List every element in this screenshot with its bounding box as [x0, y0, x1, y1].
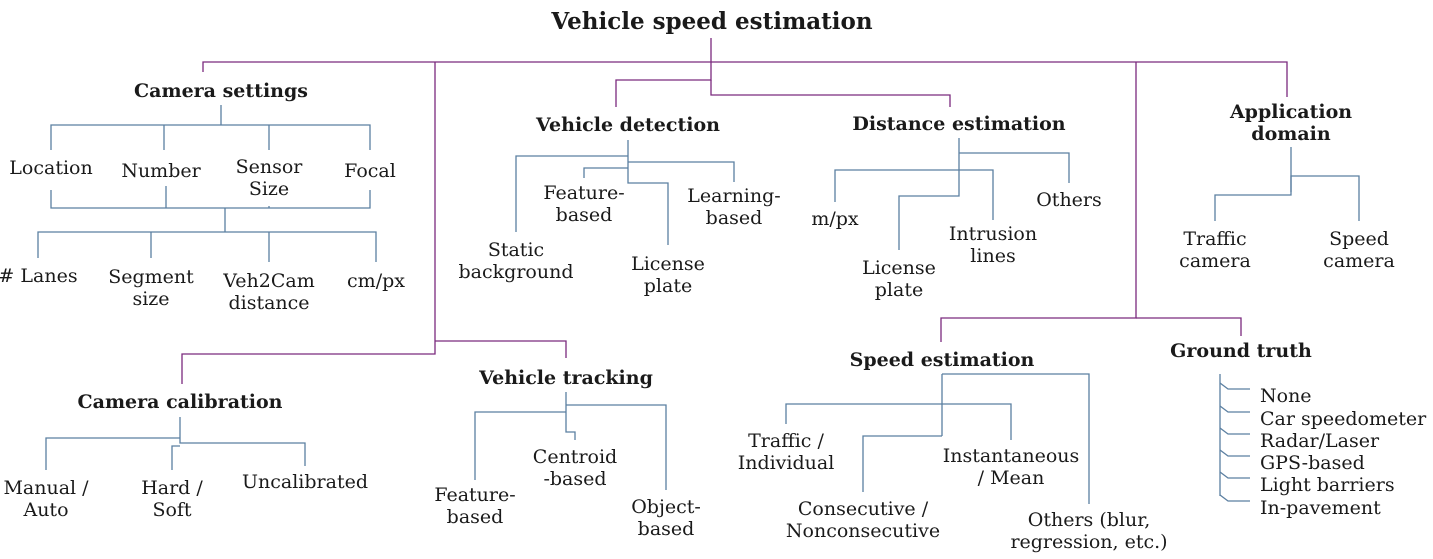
- cs-row1-bottom: [50, 190, 371, 209]
- leaf-lanes: # Lanes: [0, 265, 78, 287]
- leaf-traffic-individual: Traffic /Individual: [737, 430, 835, 474]
- leaf-feature-based: Feature-based: [543, 182, 625, 226]
- leaf-hard-soft: Hard /Soft: [141, 477, 203, 521]
- de-license: [898, 170, 960, 250]
- node-camera-settings: Camera settings: [134, 80, 308, 102]
- leaf-gt-car-speedometer: Car speedometer: [1260, 408, 1427, 430]
- se-consecutive: [862, 435, 942, 492]
- gt-tick-3: [1219, 449, 1250, 457]
- vd-feature: [583, 167, 628, 178]
- leaf-centroid-based: Centroid-based: [532, 446, 618, 490]
- ad-bar: [1214, 175, 1360, 221]
- leaf-number: Number: [121, 160, 201, 182]
- leaf-consecutive: Consecutive /Nonconsecutive: [785, 498, 941, 542]
- trunk-to-speed-estimation: [940, 62, 1137, 342]
- node-camera-calibration: Camera calibration: [77, 391, 283, 413]
- vt-right: [566, 404, 667, 490]
- cs-row2-bar: [37, 231, 377, 262]
- leaf-gt-none: None: [1260, 385, 1312, 407]
- cs-row1-bar: [50, 124, 371, 150]
- vd-right: [628, 161, 735, 182]
- leaf-object-based: Object-based: [631, 496, 701, 540]
- leaf-uncalibrated: Uncalibrated: [242, 471, 368, 493]
- trunk-to-camera-calibration: [181, 62, 436, 384]
- trunk-to-distance-estimation: [710, 80, 951, 107]
- vt-mid: [565, 412, 576, 440]
- leaf-location: Location: [9, 157, 93, 179]
- vt-left: [474, 411, 566, 480]
- leaf-tracking-feature-based: Feature-based: [434, 484, 516, 528]
- leaf-cm-px: cm/px: [347, 270, 405, 292]
- node-distance-estimation: Distance estimation: [852, 113, 1066, 135]
- cc-mid: [171, 445, 180, 470]
- trunk-to-ground-truth: [1136, 317, 1242, 336]
- leaf-gt-gps-based: GPS-based: [1260, 452, 1365, 474]
- node-speed-estimation: Speed estimation: [849, 349, 1035, 371]
- diagram-title: Vehicle speed estimation: [551, 8, 873, 35]
- leaf-instantaneous-mean: Instantaneous/ Mean: [942, 445, 1080, 489]
- se-others: [942, 373, 1090, 504]
- de-bar: [834, 169, 994, 220]
- node-vehicle-detection: Vehicle detection: [536, 114, 720, 136]
- leaf-m-px: m/px: [811, 208, 859, 230]
- node-vehicle-tracking: Vehicle tracking: [479, 367, 653, 389]
- se-bar: [785, 403, 1012, 440]
- trunk-top-bar: [202, 61, 1288, 97]
- leaf-gt-light-barriers: Light barriers: [1260, 474, 1395, 496]
- gt-tick-1: [1219, 405, 1250, 413]
- cc-left: [45, 437, 180, 470]
- leaf-gt-radar-laser: Radar/Laser: [1260, 430, 1380, 452]
- trunk-to-vehicle-tracking: [435, 340, 567, 358]
- gt-tick-2: [1219, 427, 1250, 435]
- leaf-focal: Focal: [344, 160, 396, 182]
- leaf-learning-based: Learning-based: [687, 185, 781, 229]
- de-others: [959, 152, 1070, 183]
- leaf-manual-auto: Manual /Auto: [3, 477, 89, 521]
- vd-left: [515, 155, 628, 232]
- leaf-distance-others: Others: [1036, 189, 1102, 211]
- cc-right: [179, 438, 306, 466]
- vd-license: [627, 162, 669, 245]
- leaf-gt-in-pavement: In-pavement: [1260, 497, 1381, 519]
- gt-tick-4: [1219, 471, 1250, 479]
- trunk-to-vehicle-detection: [615, 62, 712, 107]
- leaf-speed-others: Others (blur,regression, etc.): [1010, 509, 1168, 553]
- node-ground-truth: Ground truth: [1170, 340, 1312, 362]
- gt-tick-5: [1219, 494, 1250, 502]
- gt-tick-0: [1219, 382, 1250, 390]
